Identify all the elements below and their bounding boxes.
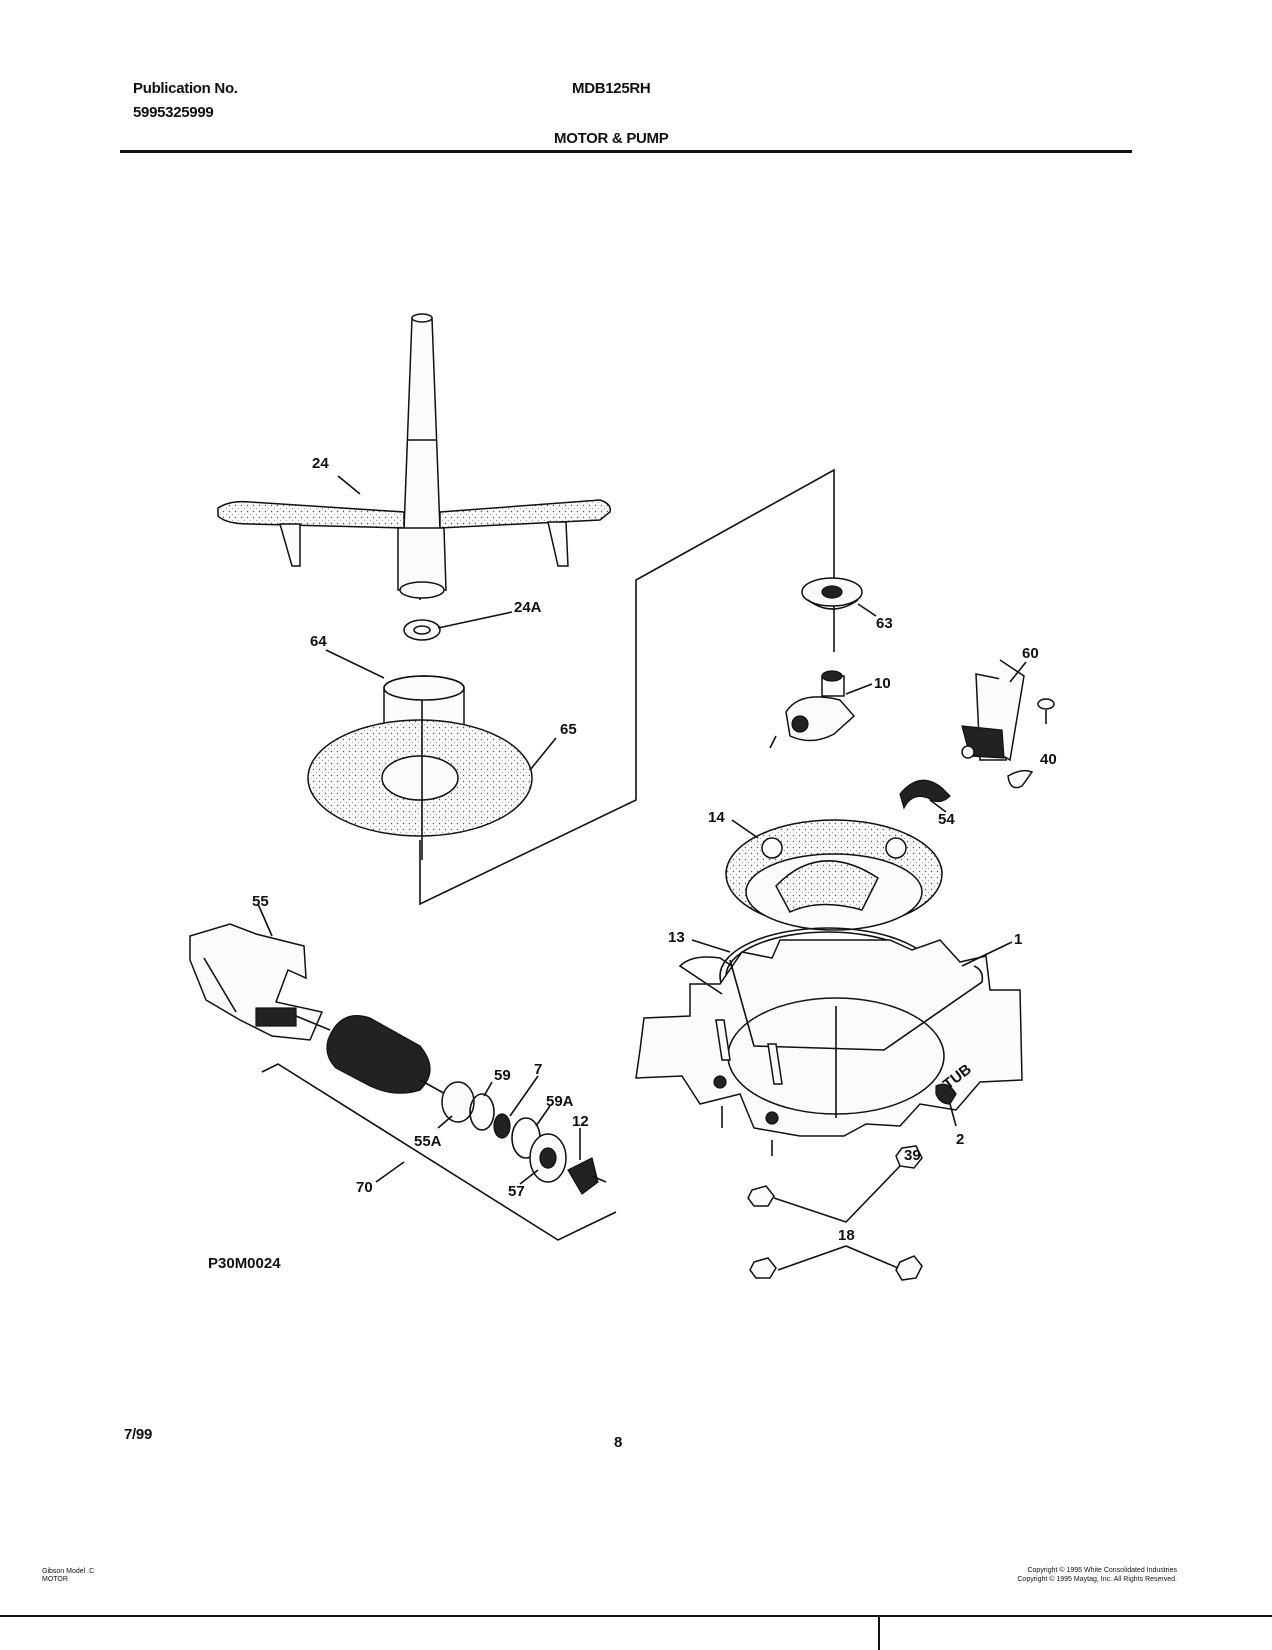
valve-hose xyxy=(899,779,951,810)
callout-65: 65 xyxy=(560,721,577,738)
spray-arm-assembly xyxy=(217,313,612,600)
motor-bracket-line xyxy=(261,1063,617,1241)
assembly-leader-line xyxy=(419,468,835,906)
callout-59a: 59A xyxy=(546,1093,574,1110)
callout-10: 10 xyxy=(874,675,891,692)
callout-1: 1 xyxy=(1014,931,1022,948)
callout-39: 39 xyxy=(904,1147,921,1164)
callout-14: 14 xyxy=(708,809,725,826)
copyright-line1: Copyright © 1995 White Consolidated Indu… xyxy=(1027,1567,1177,1574)
callout-70: 70 xyxy=(356,1179,373,1196)
footer-rule xyxy=(0,1615,1272,1617)
callout-40: 40 xyxy=(1040,751,1057,768)
model-ref-line2: MOTOR xyxy=(42,1576,68,1583)
callout-63: 63 xyxy=(876,615,893,632)
spray-arm-bearing xyxy=(403,619,441,641)
model-number: MDB125RH xyxy=(572,80,651,97)
motor-seals xyxy=(441,1081,607,1195)
inlet-valve xyxy=(961,659,1025,762)
publication-label: Publication No. xyxy=(133,80,238,97)
footer-tick xyxy=(878,1615,880,1650)
header-rule xyxy=(120,150,1132,153)
callout-13: 13 xyxy=(668,929,685,946)
diagram-code: P30M0024 xyxy=(208,1255,281,1272)
pump-housing xyxy=(725,819,943,931)
impeller-cap xyxy=(801,577,863,610)
callout-60: 60 xyxy=(1022,645,1039,662)
callout-18: 18 xyxy=(838,1227,855,1244)
callout-7: 7 xyxy=(534,1061,542,1078)
copyright-line2: Copyright © 1995 Maytag, Inc. All Rights… xyxy=(1017,1576,1177,1583)
callout-24: 24 xyxy=(312,455,329,472)
callout-57: 57 xyxy=(508,1183,525,1200)
callout-12: 12 xyxy=(572,1113,589,1130)
callout-2: 2 xyxy=(956,1131,964,1148)
valve-washer xyxy=(1007,698,1055,789)
motor-rotor xyxy=(326,1015,461,1103)
callout-64: 64 xyxy=(310,633,327,650)
publication-number: 5995325999 xyxy=(133,104,214,121)
nuts xyxy=(747,1145,923,1281)
callout-59: 59 xyxy=(494,1067,511,1084)
callout-55a: 55A xyxy=(414,1133,442,1150)
model-ref-line1: Gibson Model .C xyxy=(42,1568,95,1575)
tub-base-section: TUB xyxy=(635,939,1023,1156)
screen-filter xyxy=(307,700,533,860)
motor-housing xyxy=(189,923,331,1041)
callout-24a: 24A xyxy=(514,599,542,616)
footer-date: 7/99 xyxy=(124,1426,152,1443)
check-valve xyxy=(769,670,856,749)
page-number: 8 xyxy=(614,1434,623,1451)
callout-55: 55 xyxy=(252,893,269,910)
section-title: MOTOR & PUMP xyxy=(554,130,669,147)
callout-54: 54 xyxy=(938,811,955,828)
callouts: 24 24A 64 65 63 10 60 40 54 14 13 1 2 39… xyxy=(252,455,1057,1244)
